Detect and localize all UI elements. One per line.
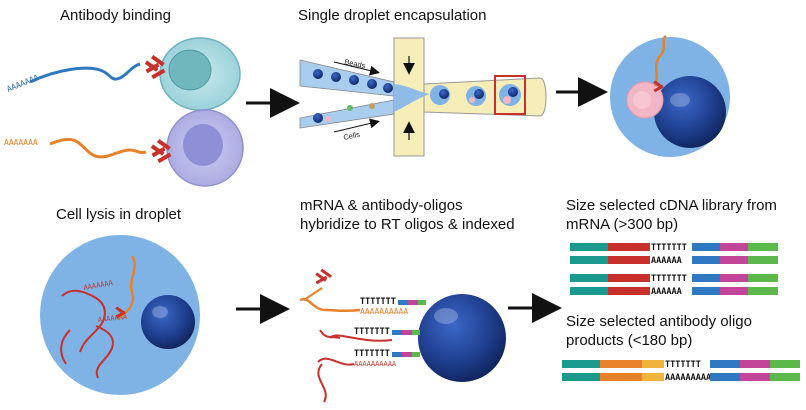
antibody-icon <box>315 268 332 285</box>
title-ab-oligo-2: products (<180 bp) <box>566 332 693 349</box>
svg-text:TTTTTTT: TTTTTTT <box>354 349 390 359</box>
highlight-box <box>494 75 526 115</box>
svg-text:AAAAAAAAAA: AAAAAAAAAA <box>354 360 397 368</box>
blue-oligo-strand <box>29 62 141 84</box>
title-antibody-binding: Antibody binding <box>60 7 171 24</box>
polyT-cdna-1: TTTTTTT <box>651 243 687 253</box>
title-cell-lysis: Cell lysis in droplet <box>56 206 182 223</box>
bead <box>418 294 506 382</box>
polyA-blue: AAAAAAA <box>5 73 40 94</box>
title-cdna-1: Size selected cDNA library from <box>566 197 777 214</box>
svg-text:AAAAAAA: AAAAAAA <box>97 313 128 324</box>
title-cdna-2: mRNA (>300 bp) <box>566 216 679 233</box>
polyT-ab: TTTTTTT <box>665 360 701 370</box>
bead <box>654 76 726 148</box>
title-hybridize-2: hybridize to RT oligos & indexed <box>300 216 515 233</box>
polyA-orange: AAAAAAA <box>4 138 38 147</box>
svg-text:TTTTTTT: TTTTTTT <box>651 274 687 284</box>
svg-text:TTTTTTT: TTTTTTT <box>354 327 390 337</box>
panel-hybridization: TTTTTTT AAAAAAAAAA TTTTTTT TTTTTTT AAAAA… <box>299 268 506 403</box>
title-hybridize-1: mRNA & antibody-oligos <box>300 197 463 214</box>
cell-purple <box>166 109 244 187</box>
panel-antibody-binding: AAAAAAA AAAAAAA <box>4 37 244 187</box>
polyA-orange-1: AAAAAAAAAA <box>360 307 408 316</box>
polyA-ab: AAAAAAAAA <box>665 373 711 383</box>
orange-oligo-strand <box>49 137 147 159</box>
bead <box>141 295 195 349</box>
title-single-droplet: Single droplet encapsulation <box>298 7 487 24</box>
panel-droplet-chip: Beads Cells <box>299 37 547 157</box>
antibody-icon <box>144 55 166 80</box>
antibody-oligo-products: TTTTTTT AAAAAAAAA <box>562 360 800 383</box>
panel-cell-lysis: AAAAAAA AAAAAAA <box>40 235 200 395</box>
cells-label: Cells <box>343 130 361 142</box>
polyA-cdna-1: AAAAAA <box>651 256 682 266</box>
svg-text:AAAAAA: AAAAAA <box>651 287 682 297</box>
polyT-1: TTTTTTT <box>360 297 396 307</box>
beads-label: Beads <box>344 57 367 70</box>
cdna-library: TTTTTTT AAAAAA TTTTTTT AAAAAA <box>570 243 778 297</box>
panel-droplet-detail <box>610 34 730 157</box>
antibody-icon <box>150 139 172 164</box>
cell-teal <box>159 37 241 111</box>
title-ab-oligo-1: Size selected antibody oligo <box>566 313 752 330</box>
